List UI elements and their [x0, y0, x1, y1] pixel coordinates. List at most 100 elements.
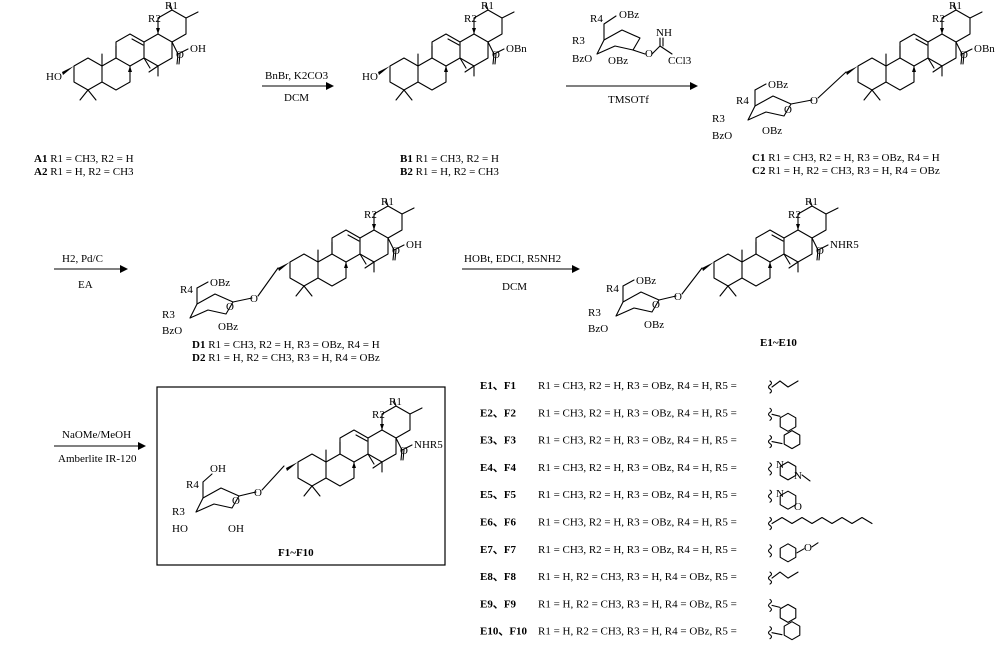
atom-label: O — [816, 245, 824, 257]
atom-label: OBz — [762, 125, 782, 137]
atom-label: NHR5 — [830, 239, 859, 251]
row-compound-ids: E6、F6 — [480, 517, 517, 529]
row-substituents: R1 = H, R2 = CH3, R3 = H, R4 = OBz, R5 = — [538, 626, 737, 638]
r5-structure-decyl — [767, 516, 873, 531]
atom-label: O — [674, 291, 682, 303]
row-substituents: R1 = CH3, R2 = H, R3 = OBz, R4 = H, R5 = — [538, 407, 737, 419]
svg-text:O: O — [804, 542, 812, 554]
atom-label: R4 — [186, 479, 199, 491]
compound-label-D2: D2 R1 = H, R2 = CH3, R3 = H, R4 = OBz — [192, 352, 380, 364]
condition-above: H2, Pd/C — [62, 253, 103, 265]
condition-above: BnBr, K2CO3 — [265, 70, 329, 82]
row-substituents: R1 = CH3, R2 = H, R3 = OBz, R4 = H, R5 = — [538, 462, 737, 474]
atom-label: R4 — [606, 283, 619, 295]
atom-label: O — [254, 487, 262, 499]
atom-label: BzO — [572, 53, 592, 65]
r5-structure-4-methylpiperazin-1-yl: NN — [767, 459, 811, 482]
row-compound-ids: E8、F8 — [480, 571, 517, 583]
atom-label: OBz — [644, 319, 664, 331]
atom-label: O — [645, 48, 653, 60]
atom-label: R2 — [464, 13, 477, 25]
atom-label: CCl3 — [668, 55, 692, 67]
r5-structure-benzyl — [767, 430, 801, 450]
structure-C: O OBn R1 R2 OBz R4 R3 BzO OBz O O — [712, 0, 995, 142]
reaction-arrow-4: HOBt, EDCI, R5NH2 DCM — [462, 253, 580, 293]
table-row: E5、F5 R1 = CH3, R2 = H, R3 = OBz, R4 = H,… — [480, 488, 802, 513]
atom-label: O — [492, 49, 500, 61]
condition-above: HOBt, EDCI, R5NH2 — [464, 253, 561, 265]
atom-label: R3 — [172, 506, 185, 518]
row-compound-ids: E2、F2 — [480, 407, 517, 419]
row-substituents: R1 = CH3, R2 = H, R3 = OBz, R4 = H, R5 = — [538, 489, 737, 501]
atom-label: BzO — [712, 130, 732, 142]
svg-text:O: O — [794, 501, 802, 513]
condition-above: NaOMe/MeOH — [62, 429, 131, 441]
row-compound-ids: E5、F5 — [480, 489, 517, 501]
atom-label: R2 — [932, 13, 945, 25]
atom-label: R4 — [180, 284, 193, 296]
atom-label: O — [176, 49, 184, 61]
glycosyl-donor: OBz R4 R3 BzO OBz O NH CCl3 — [572, 9, 692, 67]
atom-label: HO — [362, 71, 378, 83]
atom-label: O — [784, 104, 792, 116]
atom-label: R4 — [590, 13, 603, 25]
structure-D: O OH R1 R2 OBz R4 R3 BzO OBz O O — [162, 196, 422, 337]
structure-F: O NHR5 R1 R2 OH R4 R3 HO OH O O F1~F10 — [172, 396, 443, 559]
atom-label: OBz — [636, 275, 656, 287]
atom-label: O — [232, 495, 240, 507]
svg-text:N: N — [776, 459, 784, 471]
atom-label: OH — [406, 239, 422, 251]
atom-label: O — [810, 95, 818, 107]
atom-label: R1 — [481, 0, 494, 12]
atom-label: R2 — [788, 209, 801, 221]
atom-label: O — [960, 49, 968, 61]
atom-label: OBn — [974, 43, 995, 55]
table-row: E6、F6 R1 = CH3, R2 = H, R3 = OBz, R4 = H,… — [480, 516, 873, 531]
atom-label: OBz — [619, 9, 639, 21]
atom-label: OBn — [506, 43, 527, 55]
atom-label: R3 — [162, 309, 175, 321]
atom-label: OH — [190, 43, 206, 55]
table-row: E2、F2 R1 = CH3, R2 = H, R3 = OBz, R4 = H,… — [480, 407, 797, 432]
row-substituents: R1 = CH3, R2 = H, R3 = OBz, R4 = H, R5 = — [538, 517, 737, 529]
atom-label: R2 — [364, 209, 377, 221]
substituent-table: E1、F1 R1 = CH3, R2 = H, R3 = OBz, R4 = H,… — [480, 380, 873, 641]
structure-B: O OBn HO R1 R2 — [362, 0, 527, 101]
row-substituents: R1 = CH3, R2 = H, R3 = OBz, R4 = H, R5 = — [538, 380, 737, 392]
reaction-arrow-1: BnBr, K2CO3 DCM — [262, 70, 334, 104]
row-compound-ids: E3、F3 — [480, 435, 517, 447]
compound-label-F: F1~F10 — [278, 547, 314, 559]
atom-label: O — [250, 293, 258, 305]
atom-label: OBz — [768, 79, 788, 91]
atom-label: HO — [172, 523, 188, 535]
r5-structure-cyclohexyl — [767, 598, 797, 623]
condition-below: DCM — [502, 281, 527, 293]
atom-label: OH — [210, 463, 226, 475]
r5-structure-4-methoxyphenyl: O — [767, 542, 819, 563]
row-compound-ids: E1、F1 — [480, 380, 516, 392]
condition-below: TMSOTf — [608, 94, 649, 106]
row-compound-ids: E7、F7 — [480, 544, 517, 556]
atom-label: OH — [228, 523, 244, 535]
atom-label: R1 — [165, 0, 178, 12]
r5-structure-benzyl — [767, 621, 801, 641]
atom-label: OBz — [210, 277, 230, 289]
reaction-arrow-5: NaOMe/MeOH Amberlite IR-120 — [54, 429, 146, 465]
condition-below: DCM — [284, 92, 309, 104]
compound-label-C2: C2 R1 = H, R2 = CH3, R3 = H, R4 = OBz — [752, 165, 940, 177]
table-row: E7、F7 R1 = CH3, R2 = H, R3 = OBz, R4 = H,… — [480, 542, 819, 563]
product-box — [156, 386, 446, 566]
atom-label: R2 — [372, 409, 385, 421]
reaction-arrow-3: H2, Pd/C EA — [54, 253, 128, 291]
atom-label: R3 — [572, 35, 585, 47]
structure-E: O NHR5 R1 R2 OBz R4 R3 BzO OBz O O — [588, 196, 859, 335]
atom-label: NHR5 — [414, 439, 443, 451]
compound-label-B2: B2 R1 = H, R2 = CH3 — [400, 166, 499, 178]
row-substituents: R1 = CH3, R2 = H, R3 = OBz, R4 = H, R5 = — [538, 544, 737, 556]
atom-label: R4 — [736, 95, 749, 107]
table-row: E1、F1 R1 = CH3, R2 = H, R3 = OBz, R4 = H,… — [480, 380, 799, 394]
compound-label-A1: A1 R1 = CH3, R2 = H — [34, 153, 134, 165]
